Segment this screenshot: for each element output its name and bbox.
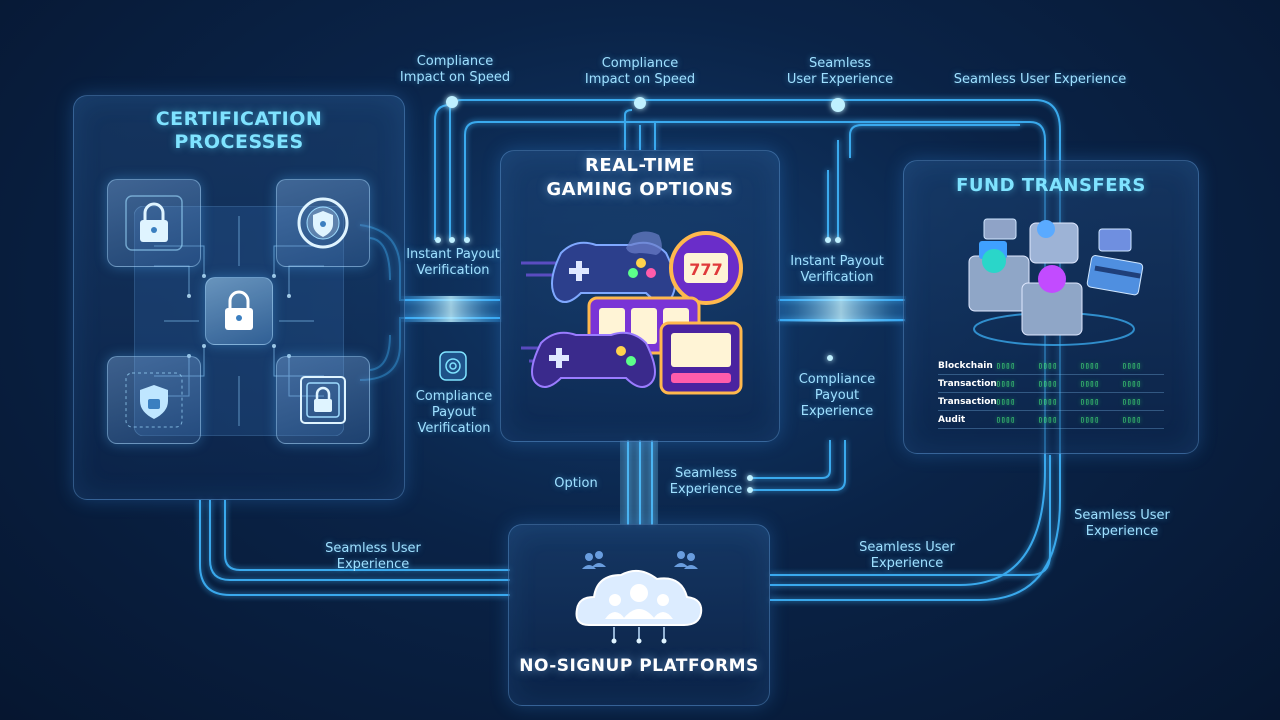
gaming-illustration: 777 (521, 231, 743, 395)
wallet-cards-illustration (968, 218, 1144, 346)
real-time-gaming-panel: REAL-TIME GAMING OPTIONS 777 (500, 150, 780, 442)
label-seamless-ux-top-right: Seamless User Experience (953, 72, 1127, 87)
lock-icon (125, 195, 183, 251)
ledger-row: Transaction ▯▯▯▯ ▯▯▯▯ ▯▯▯▯ ▯▯▯▯ (938, 393, 1164, 411)
fingerprint-lock-icon (300, 376, 346, 424)
ledger-row: Audit ▯▯▯▯ ▯▯▯▯ ▯▯▯▯ ▯▯▯▯ (938, 411, 1164, 429)
wallet-icon (968, 220, 1083, 336)
certification-title: CERTIFICATION PROCESSES (155, 108, 323, 153)
certification-processes-panel: CERTIFICATION PROCESSES (73, 95, 405, 500)
lock-tile-center (205, 277, 273, 345)
gaming-title: REAL-TIME GAMING OPTIONS (546, 155, 734, 200)
shield-lock-icon (297, 197, 349, 249)
no-signup-platforms-panel: NO-SIGNUP PLATFORMS (508, 524, 770, 706)
shield-icon (125, 372, 183, 428)
svg-text:777: 777 (689, 260, 722, 279)
lock-tile-top-left (107, 179, 201, 267)
label-option: Option (554, 476, 598, 491)
cloud-users-icon (575, 551, 703, 644)
shield-lock-tile-top-right (276, 179, 370, 267)
shield-tile-bottom-left (107, 356, 201, 444)
fund-title: FUND TRANSFERS (956, 175, 1146, 196)
nosignup-title: NO-SIGNUP PLATFORMS (519, 656, 759, 676)
ledger-row: Blockchain ▯▯▯▯ ▯▯▯▯ ▯▯▯▯ ▯▯▯▯ (938, 357, 1164, 375)
fund-transfers-panel: FUND TRANSFERS (903, 160, 1199, 454)
ledger-row: Transaction ▯▯▯▯ ▯▯▯▯ ▯▯▯▯ ▯▯▯▯ (938, 375, 1164, 393)
lock-icon (225, 290, 253, 330)
fingerprint-lock-tile-bottom-right (276, 356, 370, 444)
gamepad-icon (551, 241, 676, 303)
credit-card-icon (983, 218, 1144, 296)
blockchain-ledger: Blockchain ▯▯▯▯ ▯▯▯▯ ▯▯▯▯ ▯▯▯▯ Transacti… (938, 357, 1164, 429)
